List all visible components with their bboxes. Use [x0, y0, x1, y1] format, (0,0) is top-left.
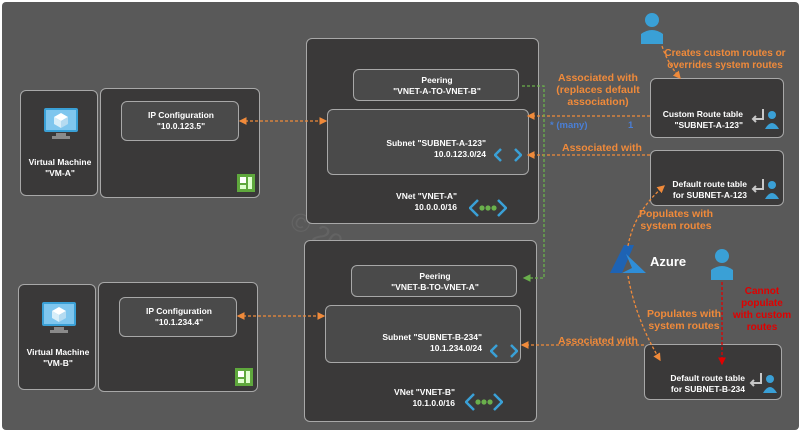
subnet-a-box[interactable]: Subnet "SUBNET-A-123" 10.0.123.0/24	[327, 109, 529, 175]
ip-config-b-box: IP Configuration "10.1.234.4"	[119, 297, 237, 337]
populates-a-label: Populates with system routes	[638, 208, 714, 232]
virtual-machine-icon	[44, 108, 78, 139]
subnet-icon	[490, 344, 518, 358]
azure-label: Azure	[650, 254, 687, 269]
creates-label: Creates custom routes or overrides syste…	[664, 48, 786, 71]
custom-route-table-a-label: Custom Route table "SUBNET-A-123"	[662, 109, 743, 130]
vnet-a-label: VNet "VNET-A" 10.0.0.0/16	[396, 191, 457, 212]
route-table-icon	[749, 373, 777, 393]
vm-b-box: Virtual Machine "VM-B"	[18, 284, 96, 390]
user-icon	[641, 13, 663, 44]
peering-b-box[interactable]: Peering "VNET-B-TO-VNET-A"	[351, 265, 517, 297]
subnet-b-box[interactable]: Subnet "SUBNET-B-234" 10.1.234.0/24	[325, 305, 521, 363]
vnet-b-box: Peering "VNET-B-TO-VNET-A" Subnet "SUBNE…	[304, 240, 537, 422]
vm-b-label: Virtual Machine "VM-B"	[26, 347, 90, 368]
custom-route-table-a-box[interactable]: Custom Route table "SUBNET-A-123"	[650, 78, 784, 138]
ip-config-a-box: IP Configuration "10.0.123.5"	[121, 101, 239, 141]
nic-a-box: IP Configuration "10.0.123.5"	[100, 88, 260, 198]
one-label: 1	[628, 120, 634, 131]
user-icon	[711, 249, 733, 280]
default-route-table-b-box[interactable]: Default route table for SUBNET-B-234	[644, 344, 782, 400]
vnet-a-box: Peering "VNET-A-TO-VNET-B" Subnet "SUBNE…	[306, 38, 539, 224]
vnet-icon	[465, 393, 503, 411]
vm-a-box: Virtual Machine "VM-A"	[20, 90, 98, 196]
azure-logo-icon	[610, 245, 646, 273]
ip-config-b-label: IP Configuration "10.1.234.4"	[146, 306, 212, 327]
nic-b-box: IP Configuration "10.1.234.4"	[98, 282, 258, 392]
default-route-table-b-label: Default route table for SUBNET-B-234	[670, 373, 745, 394]
network-interface-icon	[235, 368, 253, 386]
vm-a-label: Virtual Machine "VM-A"	[28, 157, 92, 178]
vnet-icon	[469, 199, 507, 217]
virtual-machine-icon	[42, 302, 76, 333]
cannot-label: Cannot populate with custom routes	[732, 286, 792, 333]
subnet-icon	[494, 148, 522, 162]
assoc-a-label: Associated with	[562, 142, 642, 154]
network-interface-icon	[237, 174, 255, 192]
vnet-b-label: VNet "VNET-B" 10.1.0.0/16	[394, 387, 455, 408]
subnet-a-label: Subnet "SUBNET-A-123" 10.0.123.0/24	[386, 138, 486, 159]
subnet-b-label: Subnet "SUBNET-B-234" 10.1.234.0/24	[382, 332, 482, 353]
peering-b-label: Peering "VNET-B-TO-VNET-A"	[391, 271, 479, 292]
peering-a-box[interactable]: Peering "VNET-A-TO-VNET-B"	[353, 69, 519, 101]
peering-a-label: Peering "VNET-A-TO-VNET-B"	[393, 75, 481, 96]
many-label: * (many)	[550, 120, 588, 131]
ip-config-a-label: IP Configuration "10.0.123.5"	[148, 110, 214, 131]
assoc-b-label: Associated with	[558, 335, 638, 347]
default-route-table-a-box[interactable]: Default route table for SUBNET-A-123	[650, 150, 784, 206]
assoc-replaces-label: Associated with (replaces default associ…	[556, 72, 640, 108]
route-table-icon	[751, 109, 779, 129]
route-table-icon	[751, 179, 779, 199]
default-route-table-a-label: Default route table for SUBNET-A-123	[672, 179, 747, 200]
populates-b-label: Populates with system routes	[646, 308, 722, 332]
